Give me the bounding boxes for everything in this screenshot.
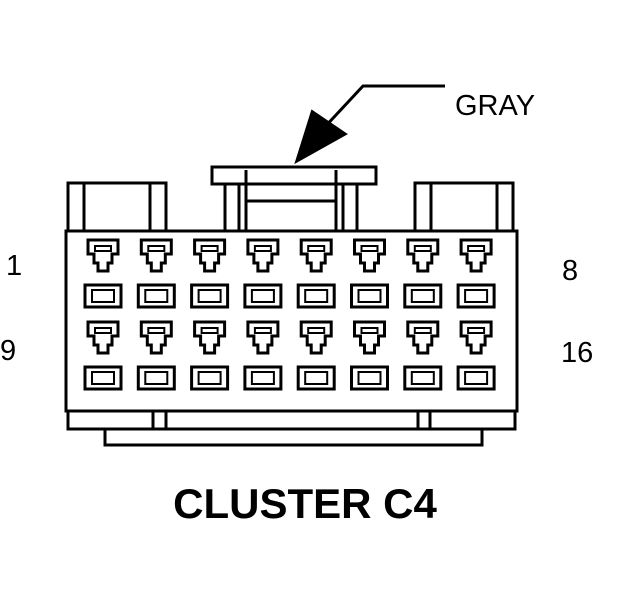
terminal-contact-11 xyxy=(200,327,219,334)
terminal-slot-2 xyxy=(136,283,176,309)
terminal-slot-7 xyxy=(403,283,443,309)
terminal-slot-3 xyxy=(190,283,230,309)
terminal-contact-14 xyxy=(360,327,379,334)
right-latch xyxy=(413,181,515,233)
left-latch xyxy=(66,181,168,233)
pin-label-8: 8 xyxy=(562,255,579,287)
pin-label-9: 9 xyxy=(0,335,17,367)
terminal-slot-inner-14 xyxy=(357,371,382,385)
terminal-slot-10 xyxy=(136,365,176,391)
terminal-cavity-13 xyxy=(299,320,333,355)
connector-body xyxy=(64,229,519,413)
terminal-contact-6 xyxy=(360,245,379,252)
terminal-cavity-16 xyxy=(459,320,493,355)
terminal-cavity-7 xyxy=(406,238,440,273)
terminal-slot-16 xyxy=(456,365,496,391)
terminal-contact-1 xyxy=(94,245,112,252)
terminal-contact-5 xyxy=(307,245,326,252)
terminal-slot-15 xyxy=(403,365,443,391)
terminal-cavity-3 xyxy=(193,238,227,273)
terminal-slot-4 xyxy=(243,283,283,309)
terminal-slot-6 xyxy=(350,283,389,309)
terminal-contact-9 xyxy=(94,327,112,334)
terminal-slot-inner-11 xyxy=(197,371,222,385)
terminal-slot-5 xyxy=(296,283,336,309)
terminal-cavity-12 xyxy=(246,320,280,355)
lock-tab xyxy=(210,165,378,231)
terminal-slot-inner-16 xyxy=(464,371,489,385)
terminal-cavity-6 xyxy=(353,238,386,273)
terminal-cavity-15 xyxy=(406,320,440,355)
terminal-contact-15 xyxy=(413,327,432,334)
terminal-contact-12 xyxy=(253,327,272,334)
terminal-contact-13 xyxy=(307,327,326,334)
terminal-slot-11 xyxy=(190,365,230,391)
terminal-contact-7 xyxy=(413,245,432,252)
terminal-contact-4 xyxy=(253,245,272,252)
terminal-slot-inner-13 xyxy=(304,371,329,385)
terminal-cavity-10 xyxy=(139,320,173,355)
color-leader-arrow xyxy=(294,84,445,165)
terminal-slot-inner-4 xyxy=(250,289,275,303)
terminal-cavity-4 xyxy=(246,238,280,273)
terminal-slot-inner-3 xyxy=(197,289,222,303)
terminal-slot-inner-2 xyxy=(144,289,169,303)
terminal-slot-14 xyxy=(350,365,389,391)
terminal-cavities xyxy=(83,238,496,391)
terminal-slot-inner-9 xyxy=(91,371,115,385)
terminal-cavity-9 xyxy=(86,320,120,355)
connector-color-label: GRAY xyxy=(455,90,536,122)
pin-label-1: 1 xyxy=(6,250,23,282)
terminal-slot-inner-12 xyxy=(250,371,275,385)
terminal-cavity-2 xyxy=(139,238,173,273)
terminal-slot-inner-15 xyxy=(410,371,435,385)
terminal-contact-3 xyxy=(200,245,219,252)
terminal-contact-10 xyxy=(147,327,166,334)
terminal-slot-12 xyxy=(243,365,283,391)
terminal-slot-1 xyxy=(83,283,123,309)
terminal-slot-13 xyxy=(296,365,336,391)
terminal-contact-2 xyxy=(147,245,166,252)
terminal-slot-9 xyxy=(83,365,123,391)
terminal-cavity-5 xyxy=(299,238,333,273)
terminal-slot-inner-1 xyxy=(91,289,115,303)
terminal-cavity-8 xyxy=(459,238,493,273)
terminal-slot-inner-6 xyxy=(357,289,382,303)
terminal-cavity-14 xyxy=(353,320,386,355)
terminal-slot-8 xyxy=(456,283,496,309)
pin-label-16: 16 xyxy=(561,337,594,369)
terminal-slot-inner-5 xyxy=(304,289,329,303)
connector-title: CLUSTER C4 xyxy=(173,480,437,527)
terminal-contact-8 xyxy=(467,245,486,252)
terminal-slot-inner-8 xyxy=(464,289,489,303)
connector-flange xyxy=(66,409,517,447)
terminal-contact-16 xyxy=(467,327,486,334)
terminal-cavity-11 xyxy=(193,320,227,355)
terminal-slot-inner-10 xyxy=(144,371,169,385)
terminal-slot-inner-7 xyxy=(410,289,435,303)
terminal-cavity-1 xyxy=(86,238,120,273)
